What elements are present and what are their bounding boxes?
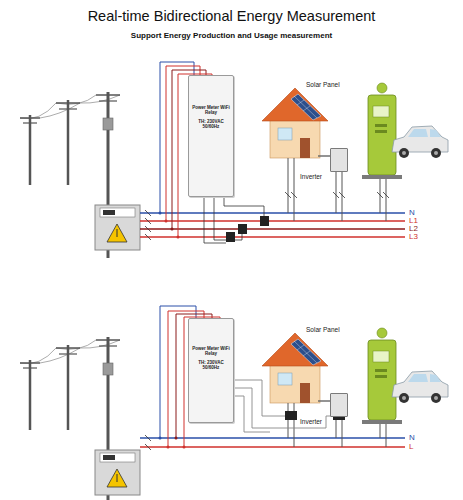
title: Real-time Bidirectional Energy Measureme… xyxy=(0,9,463,25)
meter-text: TH: 230VAC 50/60Hz xyxy=(191,361,231,371)
component-label: Solar Panel xyxy=(306,81,340,88)
inverter-box: Inverter xyxy=(330,148,348,172)
meter-text: Power Meter WiFi Relay xyxy=(191,106,231,116)
line-name: N xyxy=(409,209,415,217)
component-label: Solar Panel xyxy=(306,326,340,333)
inverter-box: Inverter xyxy=(330,393,348,417)
component-label: Inverter xyxy=(300,173,322,180)
power-meter: Power Meter WiFi RelayTH: 230VAC 50/60Hz xyxy=(188,75,234,197)
line-name: L1 xyxy=(409,217,418,225)
line-name: L xyxy=(409,443,413,451)
subtitle: Support Energy Production and Usage meas… xyxy=(0,32,463,40)
component-label: Inverter xyxy=(300,418,322,425)
line-name: L2 xyxy=(409,225,418,233)
house: Solar Panel xyxy=(262,86,318,158)
meter-text: Power Meter WiFi Relay xyxy=(191,347,231,357)
house: Solar Panel xyxy=(262,331,318,403)
line-name: N xyxy=(409,434,415,442)
connector-wire xyxy=(318,155,330,156)
power-meter: Power Meter WiFi RelayTH: 230VAC 50/60Hz xyxy=(188,318,234,423)
line-name: L3 xyxy=(409,233,418,241)
meter-text: TH: 230VAC 50/60Hz xyxy=(191,120,231,130)
connector-wire xyxy=(318,400,330,401)
